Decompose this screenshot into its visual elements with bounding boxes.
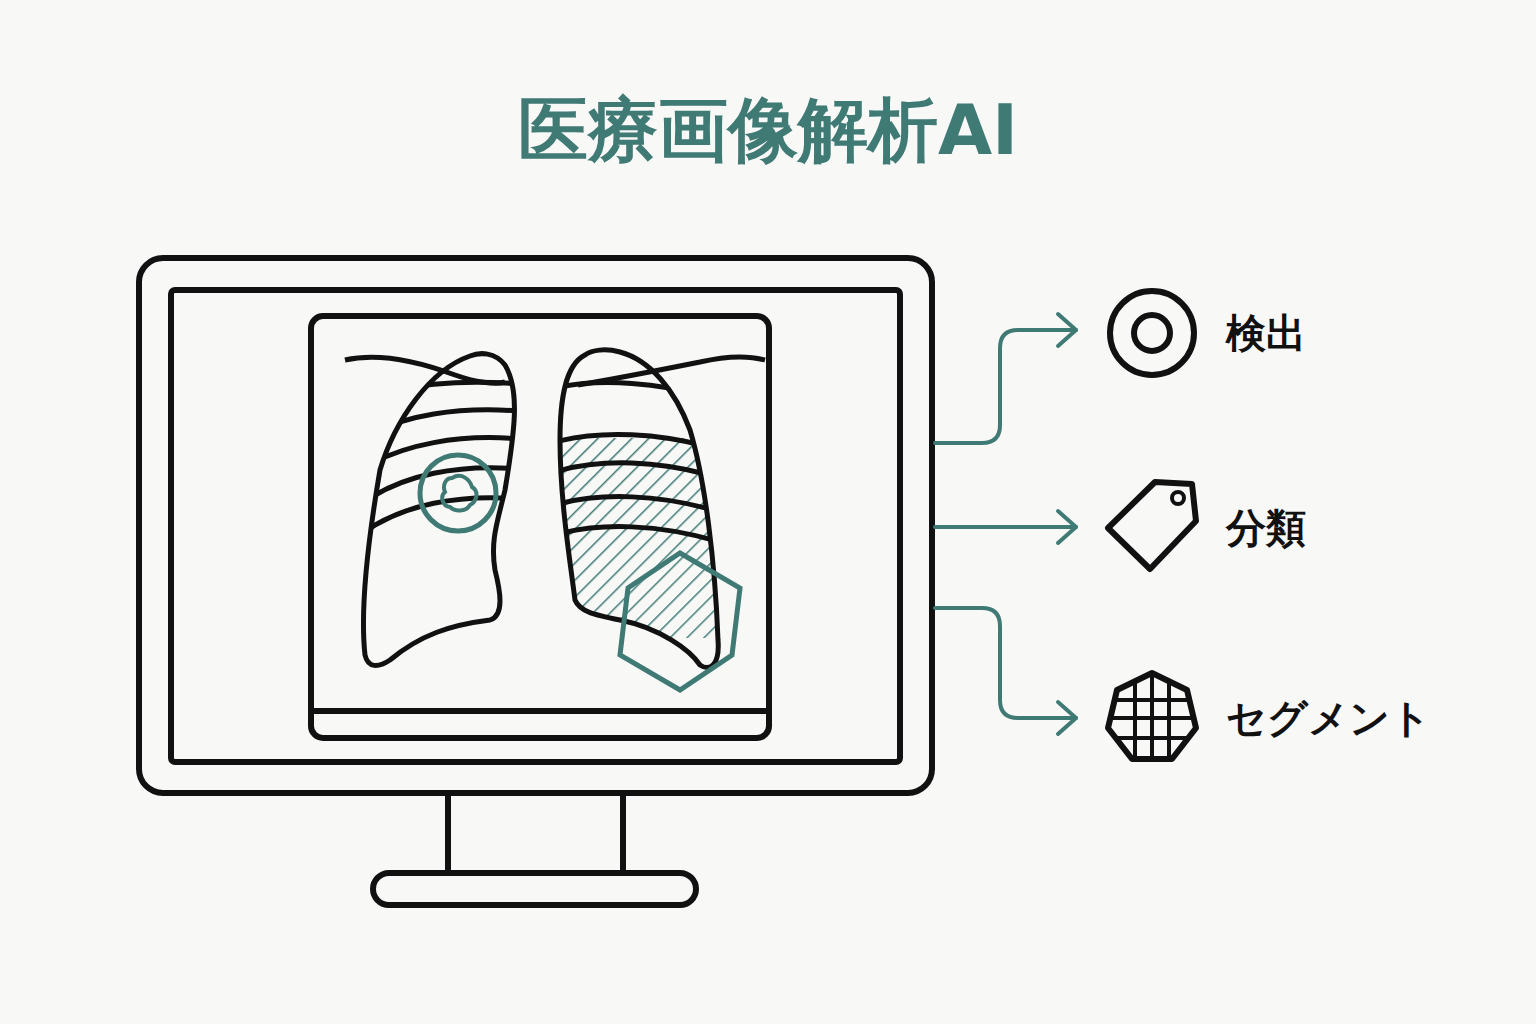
diagram-title: 医療画像解析AI <box>518 92 1018 169</box>
output-label: 分類 <box>1226 506 1306 550</box>
output-label: セグメント <box>1226 696 1431 740</box>
output-arrows <box>935 314 1076 734</box>
lungs <box>345 350 765 690</box>
output-icons <box>1100 291 1205 765</box>
output-label: 検出 <box>1226 311 1306 355</box>
monitor <box>139 258 932 905</box>
